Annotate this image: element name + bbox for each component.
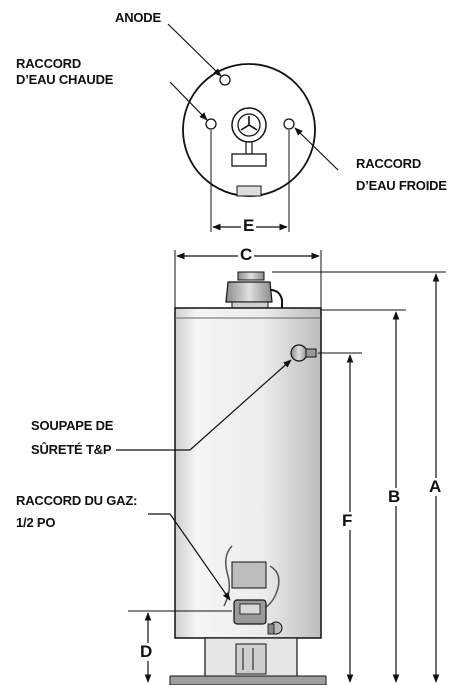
hot-water-label-line2: D’EAU CHAUDE — [16, 72, 114, 87]
gas-connection-label-line1: RACCORD DU GAZ: — [16, 493, 138, 508]
cold-water-port — [283, 118, 295, 130]
hot-water-label-line1: RACCORD — [16, 56, 82, 71]
anode-leader — [167, 23, 222, 77]
cold-water-label-line2: D’EAU FROIDE — [356, 178, 447, 193]
draft-hood — [225, 271, 283, 309]
anode-label: ANODE — [115, 10, 161, 25]
relief-valve-label-line1: SOUPAPE DE — [31, 418, 114, 433]
relief-valve-leader — [116, 359, 292, 451]
gas-connection-label-line2: 1/2 PO — [16, 515, 56, 530]
tp-relief-valve — [290, 344, 317, 362]
dimension-d-label: D — [138, 642, 155, 661]
cold-water-label-line1: RACCORD — [356, 156, 422, 171]
tank-front-view — [169, 271, 327, 685]
relief-valve-label: SOUPAPE DE SÛRETÉ T&P — [31, 418, 113, 458]
top-view — [167, 23, 339, 232]
cold-water-label: RACCORD D’EAU FROIDE — [356, 156, 447, 194]
relief-valve-label-line2: SÛRETÉ T&P — [31, 442, 112, 457]
hot-water-leader — [169, 81, 208, 121]
combustion-base — [169, 637, 327, 685]
dimension-e-label: E — [241, 216, 257, 235]
top-view-bottom-tab — [236, 185, 262, 197]
flue-vent — [231, 107, 267, 167]
gas-connection-leader — [148, 513, 231, 601]
dimension-f-label: F — [340, 511, 355, 530]
dimension-b-label: B — [386, 487, 403, 506]
gas-connection-label: RACCORD DU GAZ: 1/2 PO — [16, 493, 137, 531]
hot-water-port — [205, 118, 217, 130]
anode-port — [219, 74, 231, 86]
dimension-c-label: C — [238, 245, 255, 264]
cold-water-leader — [294, 127, 339, 171]
hot-water-label: RACCORD D’EAU CHAUDE — [16, 56, 113, 88]
dimension-a-label: A — [427, 477, 444, 496]
gas-control-valve — [223, 545, 283, 635]
